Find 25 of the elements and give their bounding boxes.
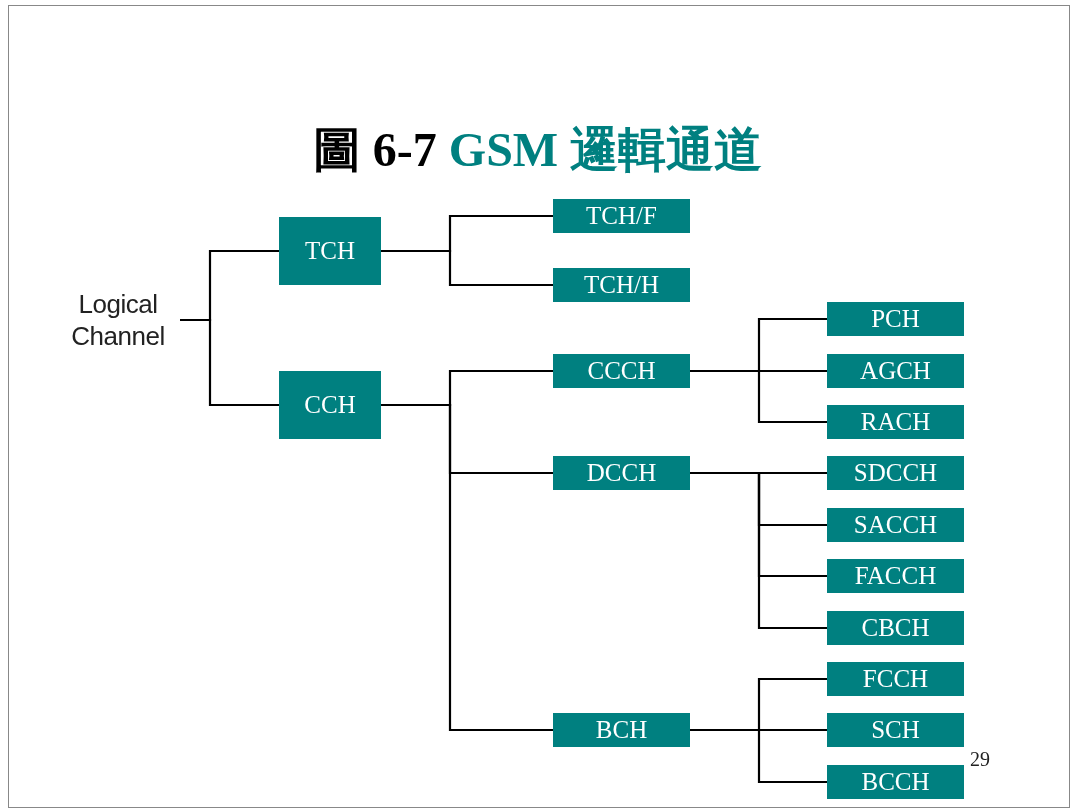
connector-line xyxy=(180,318,279,407)
page-number: 29 xyxy=(970,748,990,771)
connector-line xyxy=(381,249,553,287)
channel-box: PCH xyxy=(827,302,964,336)
connector-line xyxy=(690,369,827,424)
channel-box: SDCCH xyxy=(827,456,964,490)
channel-box: DCCH xyxy=(553,456,690,490)
connector-line xyxy=(690,471,827,630)
channel-box: FACCH xyxy=(827,559,964,593)
channel-box: CCCH xyxy=(553,354,690,388)
channel-box: SCH xyxy=(827,713,964,747)
channel-box: FCCH xyxy=(827,662,964,696)
channel-box: CBCH xyxy=(827,611,964,645)
channel-box: BCH xyxy=(553,713,690,747)
text-label: Logical Channel xyxy=(66,288,170,352)
channel-box: SACCH xyxy=(827,508,964,542)
channel-box: BCCH xyxy=(827,765,964,799)
channel-box: AGCH xyxy=(827,354,964,388)
channel-box: CCH xyxy=(279,371,381,439)
channel-box: RACH xyxy=(827,405,964,439)
channel-box: TCH xyxy=(279,217,381,285)
title: 圖 6-7 GSM 邏輯通道 xyxy=(311,122,764,178)
channel-box: TCH/H xyxy=(553,268,690,302)
connector-line xyxy=(690,728,827,784)
channel-box: TCH/F xyxy=(553,199,690,233)
